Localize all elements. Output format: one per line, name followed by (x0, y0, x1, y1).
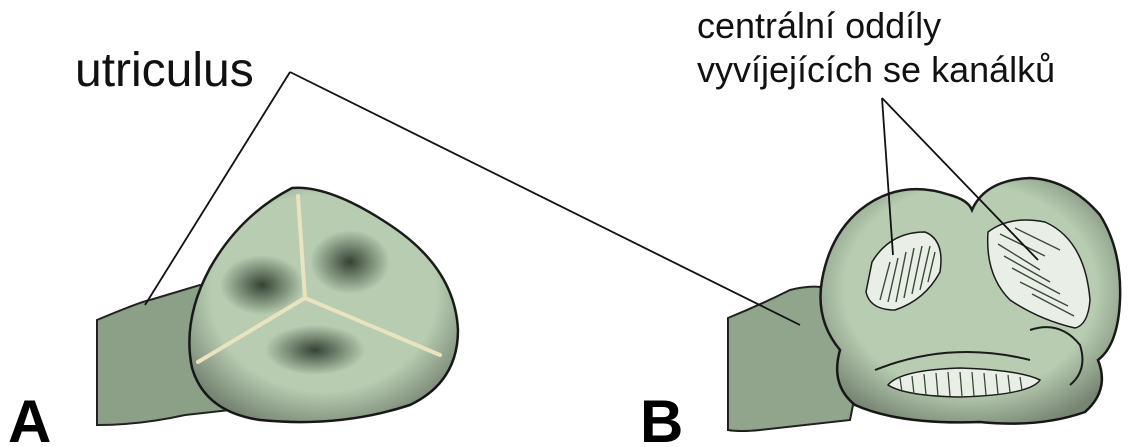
panel-a-drawing (97, 188, 458, 425)
label-utriculus: utriculus (75, 44, 254, 97)
label-central-line1: centrální oddíly (697, 5, 941, 46)
dark-region-bottom (265, 325, 365, 375)
panel-label-b: B (640, 388, 683, 447)
label-central-line2: vyvíjejících se kanálků (697, 49, 1055, 90)
dark-region-right (310, 230, 390, 294)
panel-label-a: A (8, 388, 51, 447)
panel-b-drawing (728, 178, 1120, 431)
